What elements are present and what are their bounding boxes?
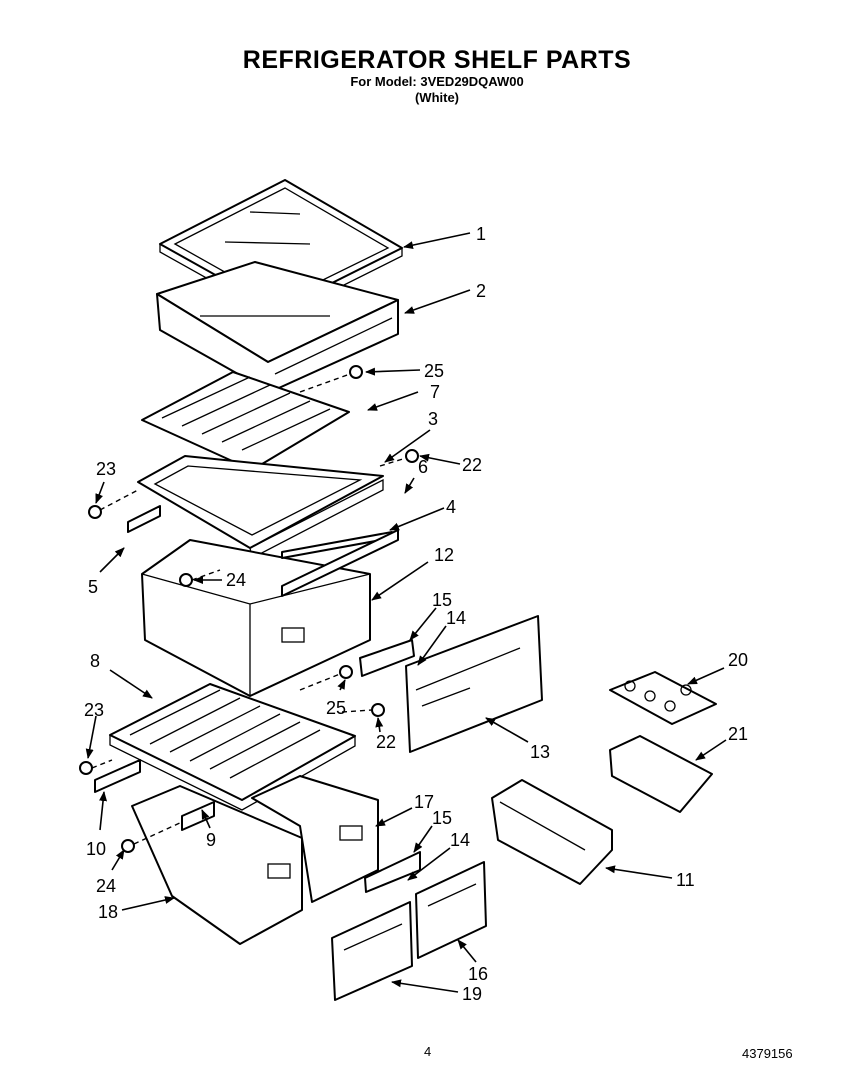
callout-2: 2 (476, 281, 486, 301)
callout-3: 3 (428, 409, 438, 429)
callout-19: 19 (462, 984, 482, 1004)
model-subtitle: For Model: 3VED29DQAW00 (350, 74, 524, 89)
callout-25-top: 25 (424, 361, 444, 381)
callout-24-low: 24 (96, 876, 116, 896)
callout-labels: 1 2 25 7 3 22 6 23 4 5 24 12 15 14 8 25 … (84, 224, 748, 1004)
diagram-header: REFRIGERATOR SHELF PARTS For Model: 3VED… (0, 46, 864, 106)
callout-13: 13 (530, 742, 550, 762)
document-number: 4379156 (742, 1046, 793, 1061)
egg-tray-part (609, 671, 717, 725)
callout-15-mid: 15 (432, 590, 452, 610)
shelf-panel-part (141, 371, 350, 471)
callout-15-low: 15 (432, 808, 452, 828)
callout-12: 12 (434, 545, 454, 565)
callout-4: 4 (446, 497, 456, 517)
callout-20: 20 (728, 650, 748, 670)
callout-25-low: 25 (326, 698, 346, 718)
callout-6: 6 (418, 457, 428, 477)
callout-24-mid: 24 (226, 570, 246, 590)
egg-bin-part (609, 735, 713, 813)
callout-22-low: 22 (376, 732, 396, 752)
callout-14-mid: 14 (446, 608, 466, 628)
shelf-frame-part (137, 455, 384, 559)
page-title: REFRIGERATOR SHELF PARTS (242, 46, 632, 74)
callout-9: 9 (206, 830, 216, 850)
callout-22-top: 22 (462, 455, 482, 475)
drawer-front-part (405, 615, 543, 753)
callout-23-top: 23 (96, 459, 116, 479)
callout-14-low: 14 (450, 830, 470, 850)
leader-lines (85, 232, 727, 993)
lower-drawer-left-part (131, 785, 303, 945)
callout-10: 10 (86, 839, 106, 859)
tray-part (156, 261, 399, 393)
callout-11: 11 (676, 870, 695, 890)
callout-16: 16 (468, 964, 488, 984)
callout-21: 21 (728, 724, 748, 744)
callout-23-low: 23 (84, 700, 104, 720)
callout-8: 8 (90, 651, 100, 671)
page-number: 4 (424, 1044, 432, 1059)
callout-5: 5 (88, 577, 98, 597)
color-variant: (White) (414, 90, 460, 105)
door-bin-part (491, 779, 613, 885)
callout-1: 1 (476, 224, 486, 244)
lower-shelf-part (109, 683, 356, 811)
callout-18: 18 (98, 902, 118, 922)
drawer-front-small-part (331, 861, 487, 1001)
callout-7: 7 (430, 382, 440, 402)
callout-17: 17 (414, 792, 434, 812)
lower-drawer-right-part (251, 775, 379, 903)
